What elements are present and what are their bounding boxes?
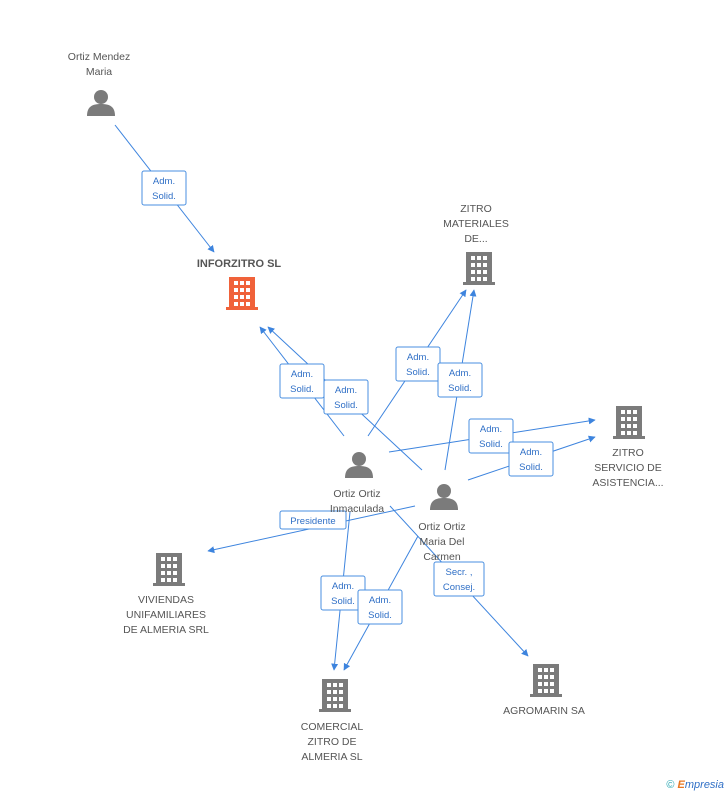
person-icon [430, 484, 458, 510]
node-label: COMERCIAL [301, 721, 364, 733]
relation-text: Solid. [331, 596, 355, 607]
relation-text: Adm. [153, 176, 175, 187]
building-icon [530, 664, 562, 697]
node-label: DE ALMERIA SRL [123, 624, 209, 636]
relation-label[interactable]: Adm. Solid. [141, 170, 187, 206]
building-icon [613, 406, 645, 439]
relation-text: Solid. [448, 383, 472, 394]
relation-text: Solid. [334, 400, 358, 411]
node-ortiz-ortiz-maria-del-carmen[interactable]: Ortiz Ortiz Maria Del Carmen [418, 484, 466, 563]
relation-text: Solid. [152, 191, 176, 202]
node-label: INFORZITRO SL [197, 258, 282, 270]
building-icon [153, 553, 185, 586]
relation-text: Solid. [479, 439, 503, 450]
relation-text: Adm. [369, 595, 391, 606]
relation-text: Adm. [480, 424, 502, 435]
node-label: Inmaculada [330, 503, 384, 515]
node-ortiz-mendez-maria[interactable]: Ortiz Mendez Maria [68, 51, 130, 116]
node-label: SERVICIO DE [594, 462, 662, 474]
relation-text: Solid. [368, 610, 392, 621]
relation-label[interactable]: Adm. Solid. [279, 363, 325, 399]
relation-text: Solid. [406, 367, 430, 378]
relation-text: Adm. [520, 447, 542, 458]
node-label: UNIFAMILIARES [126, 609, 206, 621]
relation-label[interactable]: Presidente [279, 510, 347, 530]
node-comercial-zitro[interactable]: COMERCIAL ZITRO DE ALMERIA SL [301, 679, 364, 763]
relation-text: Secr. , [446, 567, 473, 578]
relation-label[interactable]: Adm. Solid. [508, 441, 554, 477]
brand-footer[interactable]: ©Empresia [666, 779, 724, 791]
node-label: Maria [86, 66, 112, 78]
node-zitro-servicio[interactable]: ZITRO SERVICIO DE ASISTENCIA... [592, 406, 664, 489]
relation-text: Solid. [519, 462, 543, 473]
node-label: Ortiz Ortiz [333, 488, 380, 500]
node-label: ALMERIA SL [301, 751, 362, 763]
relation-text: Adm. [291, 369, 313, 380]
node-label: ZITRO [460, 203, 492, 215]
relation-text: Adm. [332, 581, 354, 592]
relation-text: Adm. [449, 368, 471, 379]
relation-label[interactable]: Adm. Solid. [395, 346, 441, 382]
relation-label[interactable]: Adm. Solid. [437, 362, 483, 398]
node-agromarin-sa[interactable]: AGROMARIN SA [503, 664, 585, 717]
node-label: MATERIALES [443, 218, 509, 230]
relation-labels: Adm. Solid. Adm. Solid. Adm. Solid. Adm.… [141, 170, 554, 625]
node-label: VIVIENDAS [138, 594, 194, 606]
building-icon [226, 277, 258, 310]
node-inforzitro-sl[interactable]: INFORZITRO SL [197, 258, 282, 310]
relation-text: Adm. [407, 352, 429, 363]
copyright-icon: © [666, 779, 675, 791]
relation-text: Consej. [443, 582, 475, 593]
node-zitro-materiales[interactable]: ZITRO MATERIALES DE... [443, 203, 509, 285]
person-icon [87, 90, 115, 116]
relation-label[interactable]: Adm. Solid. [357, 589, 403, 625]
node-viviendas-unifamiliares[interactable]: VIVIENDAS UNIFAMILIARES DE ALMERIA SRL [123, 553, 209, 636]
node-label: ZITRO DE [308, 736, 357, 748]
node-label: Carmen [423, 551, 461, 563]
brand-initial: E [677, 779, 685, 791]
relation-label[interactable]: Secr. , Consej. [433, 561, 485, 597]
relation-text: Presidente [290, 516, 335, 527]
node-label: ZITRO [612, 447, 644, 459]
node-label: ASISTENCIA... [592, 477, 663, 489]
relation-label[interactable]: Adm. Solid. [468, 418, 514, 454]
node-ortiz-ortiz-inmaculada[interactable]: Ortiz Ortiz Inmaculada [330, 452, 384, 515]
node-label: AGROMARIN SA [503, 705, 585, 717]
person-icon [345, 452, 373, 478]
building-icon [463, 252, 495, 285]
relation-text: Adm. [335, 385, 357, 396]
node-label: Ortiz Mendez [68, 51, 130, 63]
brand-name: mpresia [684, 779, 724, 791]
node-label: DE... [464, 233, 487, 245]
node-label: Ortiz Ortiz [418, 521, 465, 533]
relation-text: Solid. [290, 384, 314, 395]
relation-label[interactable]: Adm. Solid. [323, 379, 369, 415]
node-label: Maria Del [420, 536, 465, 548]
building-icon [319, 679, 351, 712]
